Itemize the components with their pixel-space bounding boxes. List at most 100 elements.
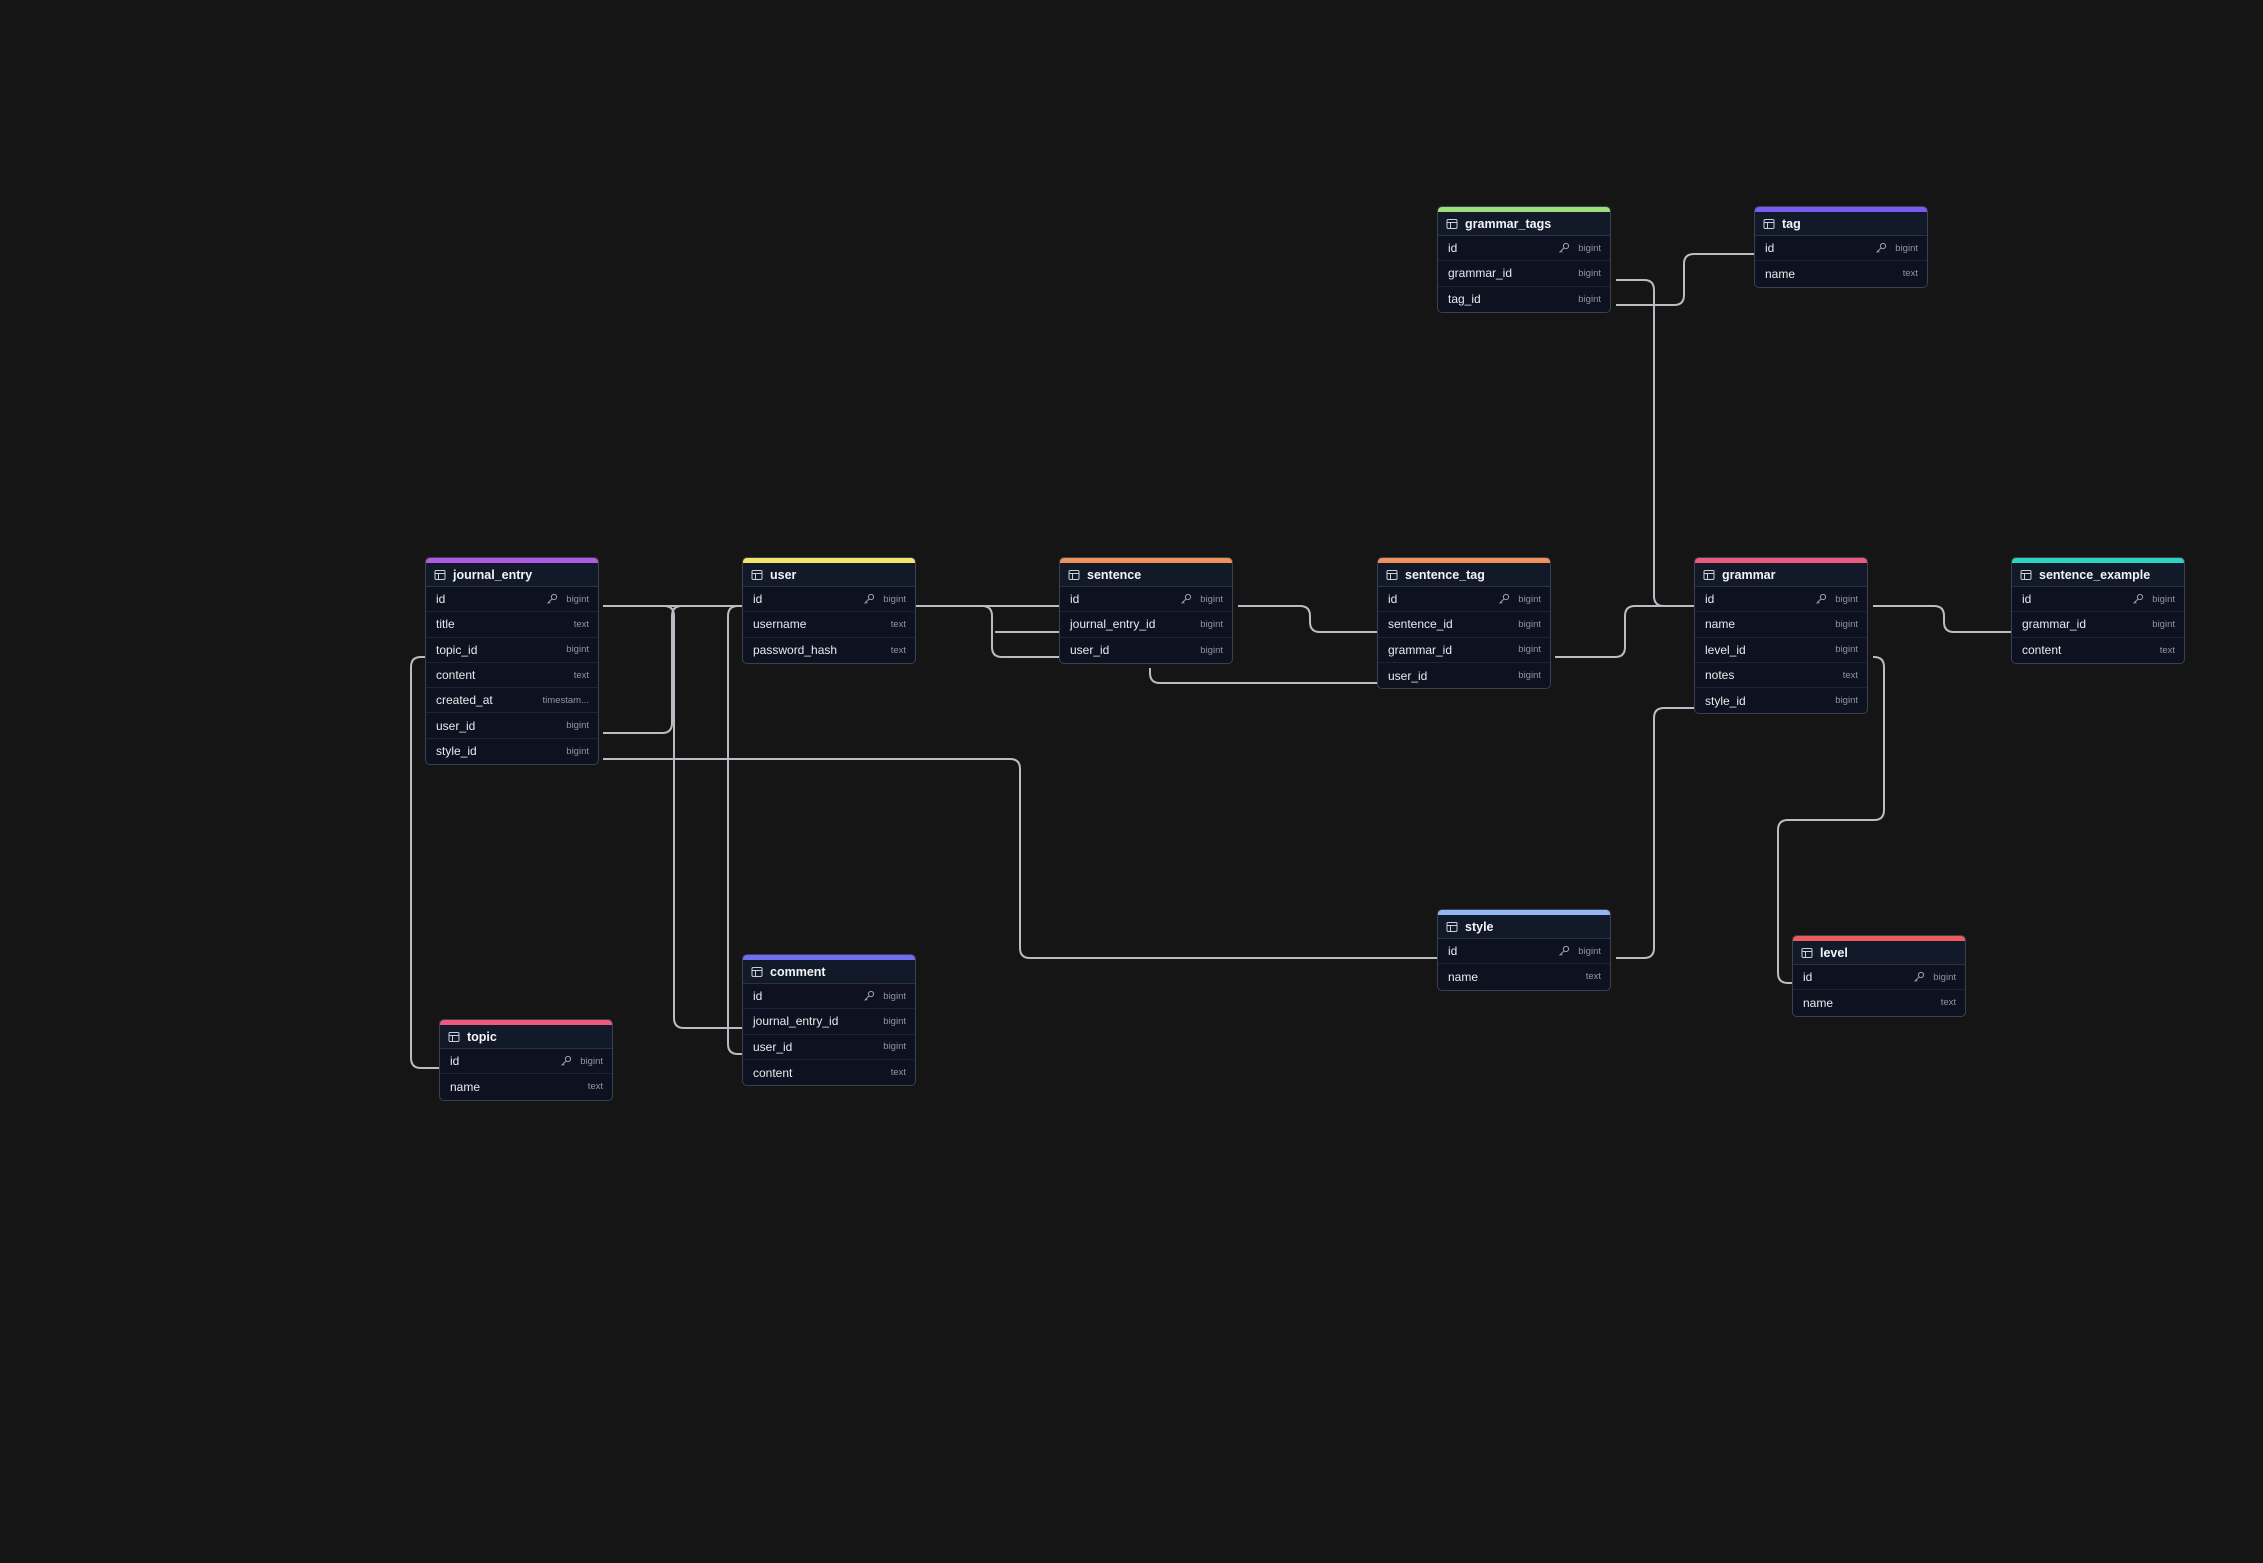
column-type: bigint [1518,670,1541,682]
column-name: id [1705,592,1715,607]
column-type: bigint [1518,593,1541,605]
column-type: bigint [1578,293,1601,305]
edge-grammar-style[interactable] [1616,707,1694,959]
table-icon [751,966,763,977]
table-header[interactable]: style [1438,915,1610,939]
edge-sentence-user[interactable] [916,605,1059,658]
table-icon [2020,569,2032,580]
column-type: bigint [580,1055,603,1067]
edge-sentence-tag-sentence[interactable] [1238,605,1377,633]
table-header[interactable]: level [1793,941,1965,965]
edge-journal-style[interactable] [603,758,1437,959]
table-header[interactable]: topic [440,1025,612,1049]
column-name: id [1448,241,1458,256]
table-name: sentence [1087,567,1142,582]
table-header[interactable]: grammar_tags [1438,212,1610,236]
edge-journal-user[interactable] [603,605,742,734]
table-header[interactable]: comment [743,960,915,984]
edge-sentence-tag-grammar[interactable] [1555,605,1694,658]
table-icon [1386,569,1398,580]
table-header[interactable]: sentence_example [2012,563,2184,587]
edge-example-grammar[interactable] [1873,605,2011,633]
table-header[interactable]: journal_entry [426,563,598,587]
column-name: name [1803,995,1834,1010]
column-type: bigint [1578,267,1601,279]
column-name: id [1765,241,1775,256]
edge-comment-journal[interactable] [603,605,742,1029]
edge-grammar-tags-grammar[interactable] [1616,279,1694,607]
primary-key-icon [1499,594,1510,604]
edge-sentence-tag-user[interactable] [1149,668,1377,684]
column-name: user_id [1070,643,1110,658]
table-icon [434,569,446,580]
column-type: bigint [883,1041,906,1053]
table-header[interactable]: sentence [1060,563,1232,587]
column-type: text [2159,644,2175,656]
table-icon [751,569,763,580]
table-header[interactable]: sentence_tag [1378,563,1550,587]
table-header[interactable]: user [743,563,915,587]
edge-grammar-tags-tag[interactable] [1616,253,1754,306]
table-name: journal_entry [453,567,533,582]
table-header[interactable]: grammar [1695,563,1867,587]
table-header[interactable]: tag [1755,212,1927,236]
primary-key-icon [547,594,558,604]
primary-key-icon [1816,594,1827,604]
table-icon [1801,947,1813,958]
edge-comment-user[interactable] [727,605,742,1055]
